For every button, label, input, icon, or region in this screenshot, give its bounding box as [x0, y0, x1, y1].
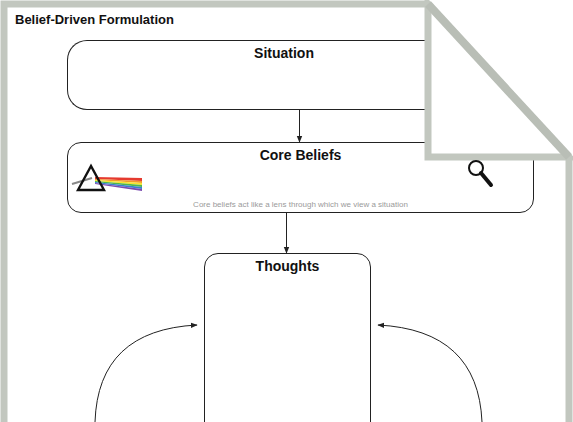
- curl-edge: [428, 4, 569, 157]
- process-box: Situation: [67, 40, 500, 110]
- corner-cut: [428, 0, 573, 160]
- flow-arrow: [286, 213, 287, 253]
- rainbow: [95, 177, 142, 191]
- diagram-title: Belief-Driven Formulation: [15, 12, 174, 27]
- magnifier-handle: [481, 173, 491, 185]
- box-note: Core beliefs act like a lens through whi…: [68, 200, 533, 209]
- cycle-arc: [378, 325, 482, 422]
- process-box: Core BeliefsCore beliefs act like a lens…: [67, 142, 534, 213]
- prism-icon: [78, 166, 104, 190]
- light-ray: [72, 178, 92, 184]
- box-heading: Core Beliefs: [68, 147, 533, 163]
- page-curl: [428, 4, 569, 157]
- magnifier-lens: [469, 161, 483, 175]
- process-box: Thoughts: [204, 253, 371, 422]
- page-frame: [4, 4, 569, 422]
- box-heading: Thoughts: [205, 258, 370, 274]
- cycle-arc: [95, 325, 197, 422]
- flow-arrow: [299, 110, 300, 142]
- edge-layer: [287, 110, 300, 253]
- box-heading: Situation: [68, 45, 500, 61]
